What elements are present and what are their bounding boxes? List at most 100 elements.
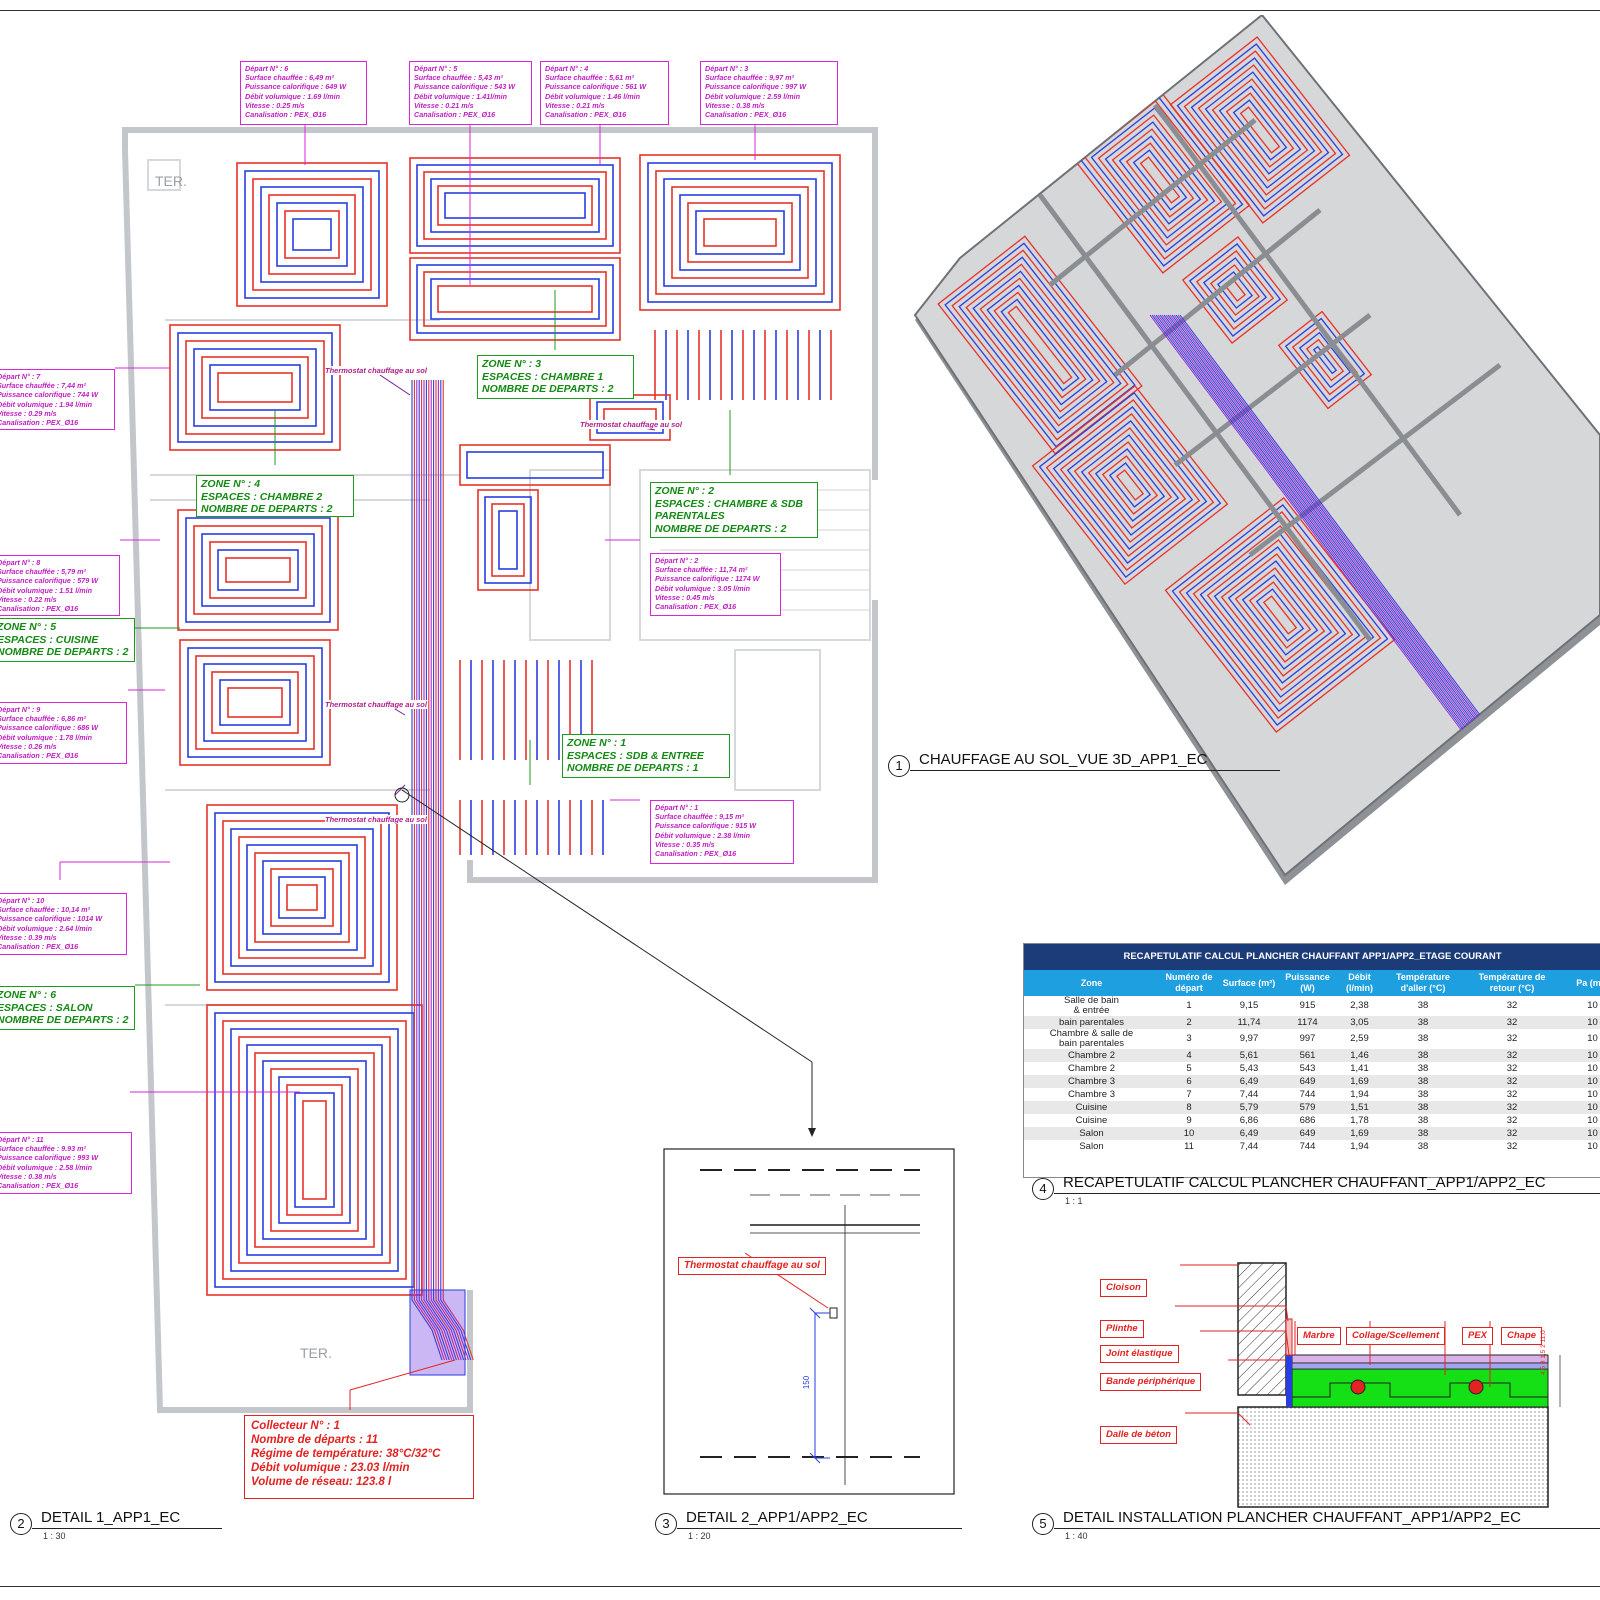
3d-loop bbox=[1305, 338, 1345, 382]
depart-8-loop bbox=[201, 533, 315, 607]
zone-line: NOMBRE DE DEPARTS : 2 bbox=[655, 522, 787, 535]
depart-3-loop bbox=[671, 186, 809, 279]
view-number-2: 2 bbox=[10, 1513, 32, 1535]
depart-4-loop bbox=[416, 264, 614, 334]
recap-cell: 10 bbox=[1561, 1140, 1600, 1153]
depart-11-loop bbox=[286, 1084, 343, 1216]
view-number-5: 5 bbox=[1032, 1513, 1054, 1535]
3d-loop bbox=[1204, 71, 1316, 189]
recap-cell: 744 bbox=[1279, 1140, 1336, 1153]
detail5-label: PEX bbox=[1462, 1327, 1494, 1345]
3d-bundle-pipe bbox=[1153, 314, 1485, 756]
3d-loop bbox=[937, 235, 1143, 455]
collector-line: Débit volumique : 23.03 l/min bbox=[251, 1462, 410, 1474]
detail2-thermostat-label: Thermostat chauffage au sol bbox=[678, 1257, 826, 1275]
depart-line: Surface chauffée : 9.93 m² bbox=[0, 1144, 86, 1154]
view-3d bbox=[913, 15, 1600, 885]
3d-loop bbox=[1213, 546, 1347, 684]
depart-line: Débit volumique : 1.41l/min bbox=[414, 91, 508, 101]
3d-loop bbox=[1101, 455, 1159, 515]
depart-3-loop bbox=[679, 194, 801, 271]
recap-cell: 38 bbox=[1383, 1062, 1463, 1075]
depart-line: Départ N° : 2 bbox=[655, 556, 699, 565]
recap-cell: Salle de bain & entrée bbox=[1024, 996, 1159, 1016]
depart-10-loop bbox=[246, 844, 358, 951]
3d-room-c bbox=[1169, 36, 1351, 224]
zone-line: ESPACES : CHAMBRE & SDB bbox=[655, 497, 803, 510]
detail5-label: Collage/Scellement bbox=[1346, 1327, 1446, 1345]
depart-line: Canalisation : PEX_Ø16 bbox=[0, 418, 79, 428]
recap-cell: 38 bbox=[1383, 1140, 1463, 1153]
depart-line: Surface chauffée : 10,14 m² bbox=[0, 905, 90, 915]
3d-loop bbox=[1216, 271, 1254, 309]
depart-line: Canalisation : PEX_Ø16 bbox=[0, 1181, 79, 1191]
recap-cell: 1,41 bbox=[1336, 1062, 1383, 1075]
depart-line: Surface chauffée : 5,43 m² bbox=[414, 73, 503, 83]
recap-cell: 32 bbox=[1463, 1127, 1561, 1140]
recap-cell: 38 bbox=[1383, 1016, 1463, 1029]
recap-cell: 11 bbox=[1159, 1140, 1219, 1153]
recap-cell: 38 bbox=[1383, 1114, 1463, 1127]
detail5-pex-2 bbox=[1468, 1379, 1484, 1395]
depart-8-loop bbox=[225, 557, 291, 583]
detail2-dimension: 150 bbox=[802, 1375, 812, 1390]
recap-cell: 3,05 bbox=[1336, 1016, 1383, 1029]
depart-line: Vitesse : 0.26 m/s bbox=[0, 741, 57, 751]
3d-loop bbox=[1188, 243, 1282, 337]
detail5-label: Bande périphérique bbox=[1100, 1373, 1202, 1391]
3d-loop bbox=[1227, 560, 1333, 670]
recap-cell: 32 bbox=[1463, 1101, 1561, 1114]
3d-loop bbox=[1185, 518, 1375, 712]
recap-cell: 5,79 bbox=[1219, 1101, 1279, 1114]
recap-cell: 38 bbox=[1383, 996, 1463, 1016]
recap-cell: 10 bbox=[1561, 1101, 1600, 1114]
view-number-1: 1 bbox=[888, 755, 910, 777]
3d-bundle-pipe bbox=[1167, 314, 1499, 756]
depart-6-loop bbox=[252, 178, 372, 291]
recap-cell: 38 bbox=[1383, 1029, 1463, 1049]
depart-line: Débit volumique : 2.58 l/min bbox=[0, 1162, 93, 1172]
3d-loop bbox=[1197, 64, 1323, 196]
3d-loop bbox=[1195, 250, 1275, 330]
recap-cell: Salon bbox=[1024, 1127, 1159, 1140]
detail5-label: Marbre bbox=[1297, 1327, 1341, 1345]
3d-loop bbox=[1108, 462, 1152, 508]
zone-line: PARENTALES bbox=[655, 510, 725, 523]
3d-loop bbox=[1190, 57, 1330, 203]
bundle-pipe bbox=[423, 380, 455, 1361]
3d-loop bbox=[1080, 434, 1180, 536]
depart-line: Canalisation : PEX_Ø16 bbox=[0, 942, 79, 952]
depart-9-loop bbox=[179, 639, 331, 766]
depart-line: Puissance calorifique : 686 W bbox=[0, 723, 99, 733]
depart-line: Canalisation : PEX_Ø16 bbox=[545, 110, 627, 120]
depart-line: Puissance calorifique : 561 W bbox=[545, 82, 647, 92]
recap-cell: 1,51 bbox=[1336, 1101, 1383, 1114]
recap-cell: 10 bbox=[1561, 1088, 1600, 1101]
depart-7-loop bbox=[217, 372, 293, 403]
depart-line: Vitesse : 0.38 m/s bbox=[0, 1171, 57, 1181]
detail5-pex-1 bbox=[1350, 1379, 1366, 1395]
3d-loop bbox=[951, 249, 1129, 441]
recap-cell: 9 bbox=[1159, 1114, 1219, 1127]
zone-leaders bbox=[135, 290, 731, 986]
recap-cell: 1,46 bbox=[1336, 1049, 1383, 1062]
recap-cell: 1,94 bbox=[1336, 1140, 1383, 1153]
recap-cell: 10 bbox=[1561, 1127, 1600, 1140]
detail5-label: Joint élastique bbox=[1100, 1345, 1179, 1363]
detail5-collage bbox=[1291, 1362, 1549, 1370]
3d-loop bbox=[1118, 135, 1202, 225]
detail5-marbre bbox=[1291, 1354, 1549, 1364]
depart-8-loop bbox=[185, 517, 331, 623]
recap-title: RECAPETULATIF CALCUL PLANCHER CHAUFFANT … bbox=[1024, 944, 1600, 970]
depart-line: Canalisation : PEX_Ø16 bbox=[655, 849, 737, 859]
thermostat-label-3: Thermostat chauffage au sol bbox=[325, 700, 427, 709]
3d-loop bbox=[1007, 305, 1073, 385]
view-scale-5: 1 : 40 bbox=[1065, 1531, 1088, 1541]
